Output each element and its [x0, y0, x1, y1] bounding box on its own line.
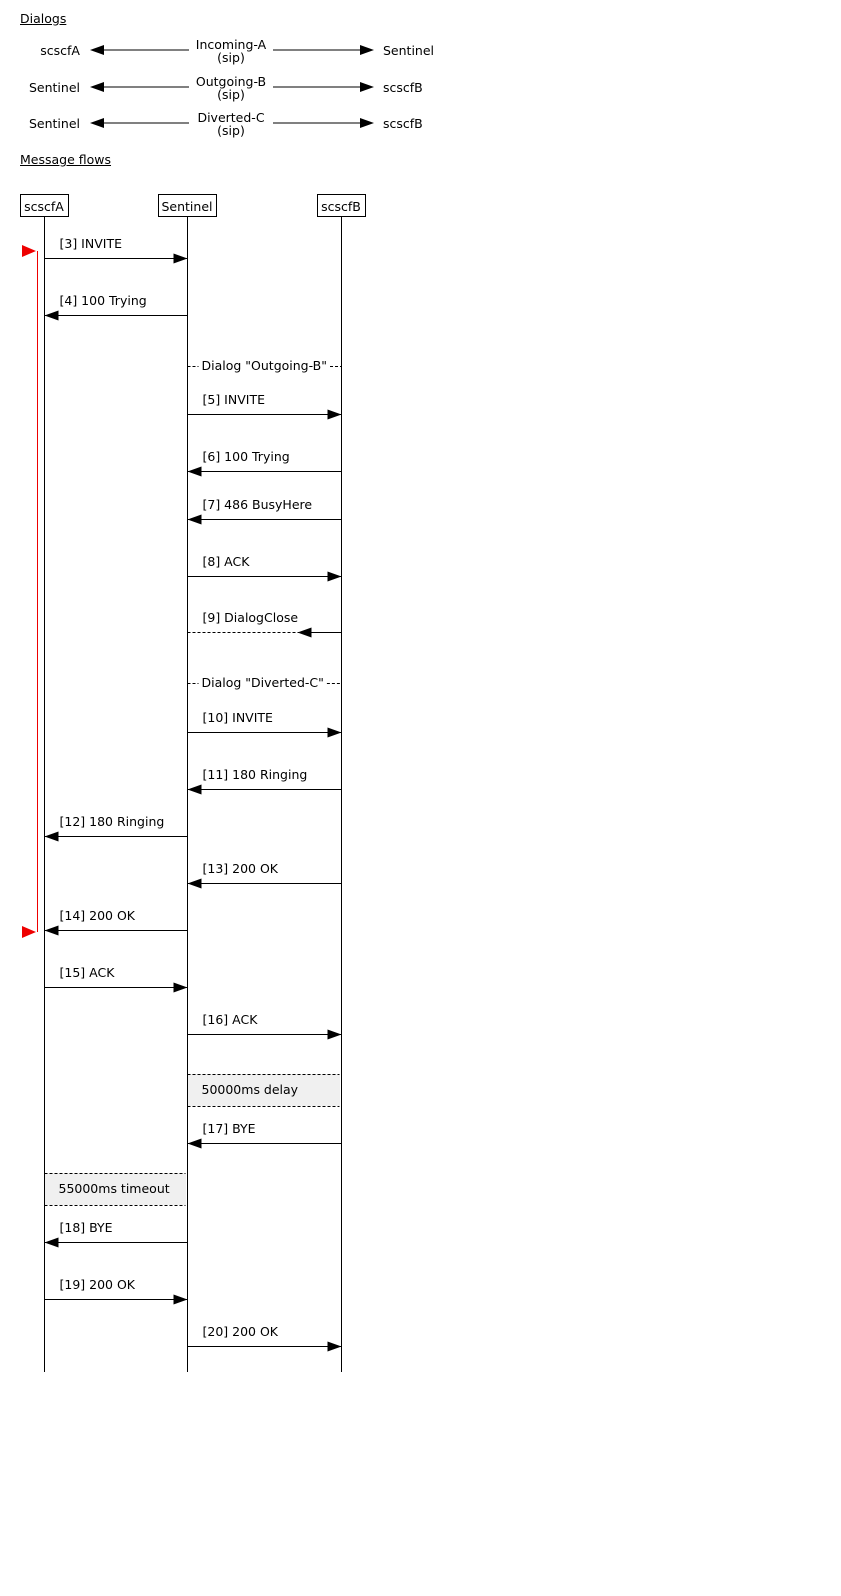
message-label: [11] 180 Ringing	[203, 767, 308, 782]
arrow-right-icon	[173, 253, 188, 264]
arrow-right-icon	[173, 1294, 188, 1305]
arrow-left-icon	[187, 514, 202, 525]
participant-scscfa: scscfA	[20, 194, 69, 1372]
message: [7] 486 BusyHere	[187, 497, 342, 525]
message: [6] 100 Trying	[187, 449, 342, 477]
message: [13] 200 OK	[187, 861, 342, 889]
dialog-row: Sentinel Diverted-C(sip) scscfB	[29, 110, 423, 138]
section-label: Dialog "Outgoing-B"	[202, 358, 328, 373]
message-label: [14] 200 OK	[60, 908, 136, 923]
arrow-right-icon	[360, 45, 374, 55]
arrow-left-icon	[90, 118, 104, 128]
arrow-left-icon	[187, 1138, 202, 1149]
message: [14] 200 OK	[44, 908, 188, 936]
message-label: [19] 200 OK	[60, 1277, 136, 1292]
note-label: 55000ms timeout	[59, 1181, 170, 1196]
dialog-left-party: scscfA	[40, 43, 80, 58]
arrow-left-icon	[44, 310, 59, 321]
note-label: 50000ms delay	[202, 1082, 299, 1097]
participant-label: scscfB	[321, 199, 361, 214]
flag-start-icon	[22, 245, 36, 257]
message: [19] 200 OK	[44, 1277, 188, 1305]
message-label: [18] BYE	[60, 1220, 113, 1235]
message-label: [4] 100 Trying	[60, 293, 147, 308]
dialog-name: Outgoing-B	[196, 74, 266, 89]
arrow-left-icon	[44, 831, 59, 842]
message-label: [20] 200 OK	[203, 1324, 279, 1339]
arrow-right-icon	[360, 82, 374, 92]
arrow-left-icon	[187, 878, 202, 889]
participant-label: scscfA	[24, 199, 64, 214]
dialog-name: Diverted-C	[197, 110, 264, 125]
participant-label: Sentinel	[161, 199, 212, 214]
message-label: [9] DialogClose	[203, 610, 299, 625]
message: [18] BYE	[44, 1220, 188, 1248]
dialog-protocol: (sip)	[217, 123, 245, 138]
dialogs-heading: Dialogs	[20, 11, 67, 26]
message-label: [10] INVITE	[203, 710, 274, 725]
message: [12] 180 Ringing	[44, 814, 188, 842]
call-span-marker	[22, 245, 38, 938]
dialog-right-party: Sentinel	[383, 43, 434, 58]
message: [5] INVITE	[187, 392, 342, 420]
dialog-right-party: scscfB	[383, 116, 423, 131]
message-label: [7] 486 BusyHere	[203, 497, 313, 512]
dialog-right-party: scscfB	[383, 80, 423, 95]
arrow-right-icon	[327, 409, 342, 420]
arrow-right-icon	[327, 727, 342, 738]
dialog-protocol: (sip)	[217, 87, 245, 102]
message-label: [15] ACK	[60, 965, 116, 980]
arrow-left-icon	[187, 784, 202, 795]
arrow-right-icon	[327, 1341, 342, 1352]
message: [3] INVITE	[44, 236, 188, 264]
dialog-name: Incoming-A	[196, 37, 267, 52]
message-label: [12] 180 Ringing	[60, 814, 165, 829]
message-label: [5] INVITE	[203, 392, 266, 407]
arrow-right-icon	[327, 1029, 342, 1040]
note-box: 55000ms timeout	[44, 1173, 186, 1206]
message-label: [6] 100 Trying	[203, 449, 290, 464]
message-label: [17] BYE	[203, 1121, 256, 1136]
arrow-right-icon	[327, 571, 342, 582]
message: [4] 100 Trying	[44, 293, 188, 321]
message-label: [8] ACK	[203, 554, 251, 569]
arrow-left-icon	[297, 627, 312, 638]
message-label: [3] INVITE	[60, 236, 123, 251]
message: [11] 180 Ringing	[187, 767, 342, 795]
arrow-right-icon	[173, 982, 188, 993]
message-label: [16] ACK	[203, 1012, 259, 1027]
message: [8] ACK	[187, 554, 342, 582]
note-box: 50000ms delay	[187, 1074, 340, 1107]
dialog-section-divider: Dialog "Diverted-C"	[187, 675, 342, 690]
message-label: [13] 200 OK	[203, 861, 279, 876]
arrow-left-icon	[44, 925, 59, 936]
arrow-left-icon	[44, 1237, 59, 1248]
message: [17] BYE	[187, 1121, 342, 1149]
message: [20] 200 OK	[187, 1324, 342, 1352]
flag-end-icon	[22, 926, 36, 938]
message-flows-heading: Message flows	[20, 152, 112, 167]
arrow-right-icon	[360, 118, 374, 128]
message: [16] ACK	[187, 1012, 342, 1040]
arrow-left-icon	[90, 45, 104, 55]
dialog-section-divider: Dialog "Outgoing-B"	[187, 358, 342, 373]
section-label: Dialog "Diverted-C"	[202, 675, 324, 690]
arrow-left-icon	[90, 82, 104, 92]
dialog-left-party: Sentinel	[29, 80, 80, 95]
message: [15] ACK	[44, 965, 188, 993]
arrow-left-icon	[187, 466, 202, 477]
message: [10] INVITE	[187, 710, 342, 738]
dialog-protocol: (sip)	[217, 50, 245, 65]
message: [9] DialogClose	[187, 610, 342, 638]
dialog-row: Sentinel Outgoing-B(sip) scscfB	[29, 74, 423, 102]
participant-sentinel: Sentinel	[158, 194, 217, 1372]
participant-scscfb: scscfB	[317, 194, 366, 1372]
dialog-left-party: Sentinel	[29, 116, 80, 131]
dialog-row: scscfA Incoming-A(sip) Sentinel	[40, 37, 434, 65]
